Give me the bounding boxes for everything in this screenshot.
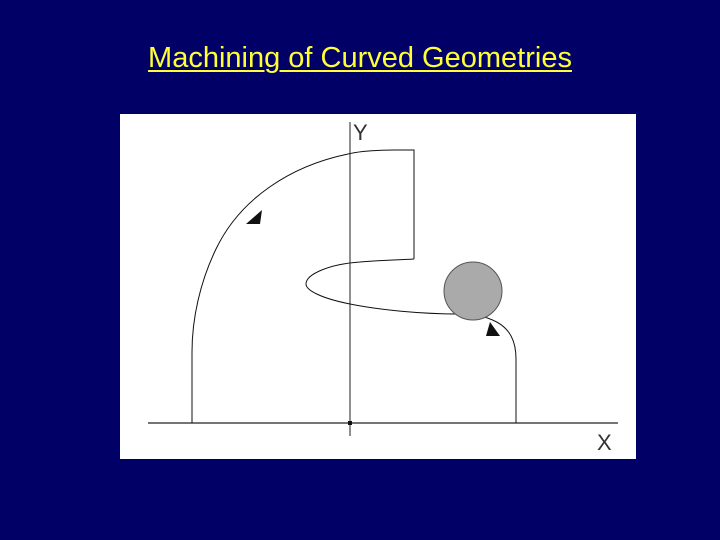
slide-title: Machining of Curved Geometries <box>148 42 572 74</box>
toolpath-upper-segment <box>347 149 415 259</box>
toolpath-loop <box>305 258 461 315</box>
toolpath-diagram: Y X <box>120 114 636 459</box>
arrow-upper-left <box>246 210 262 224</box>
cutting-tool <box>443 261 503 321</box>
toolpath-svg: Y X <box>148 120 618 455</box>
toolpath-large-arc <box>191 153 349 364</box>
origin-point <box>348 421 352 425</box>
arrow-lower-right <box>486 322 500 336</box>
toolpath-lower-curve <box>450 313 517 423</box>
x-axis-label: X <box>597 430 612 455</box>
y-axis-label: Y <box>353 120 368 145</box>
